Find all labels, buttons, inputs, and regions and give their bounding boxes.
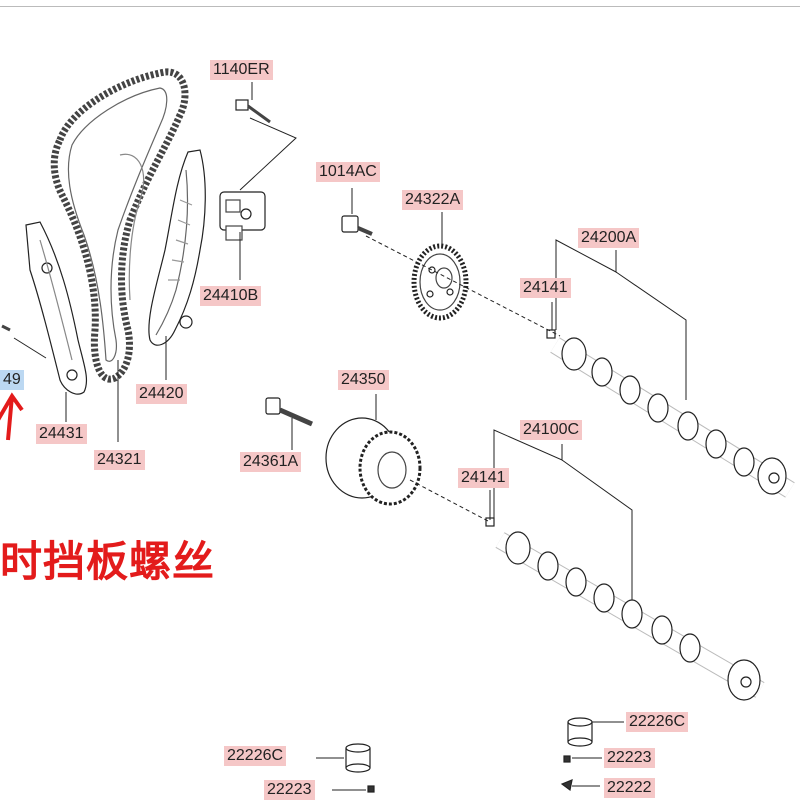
label-22222: 22222 xyxy=(604,778,655,798)
leader-lines xyxy=(13,82,687,791)
camshaft-lower xyxy=(495,531,765,701)
label-22223-left: 22223 xyxy=(264,780,315,800)
annotation-caption: 时挡板螺丝 xyxy=(0,537,216,586)
bolt-24361a xyxy=(265,397,281,415)
label-24322a: 24322A xyxy=(402,190,464,210)
bolt-1140er xyxy=(235,99,249,111)
label-24200a: 24200A xyxy=(578,228,640,248)
label-22226c-right: 22226C xyxy=(626,712,689,732)
lifter-right xyxy=(567,717,593,747)
label-24141-top: 24141 xyxy=(520,278,571,298)
label-24141-bottom: 24141 xyxy=(458,468,509,488)
pointer-arrow xyxy=(0,392,24,441)
label-24410b: 24410B xyxy=(200,286,262,306)
tensioner-arm xyxy=(148,149,206,346)
lifter-left xyxy=(345,743,371,773)
label-24350: 24350 xyxy=(338,370,389,390)
label-24361a: 24361A xyxy=(240,452,302,472)
shim-left xyxy=(367,785,375,793)
label-24100c: 24100C xyxy=(520,420,583,440)
timing-chain xyxy=(50,68,189,383)
label-24321: 24321 xyxy=(94,450,145,470)
bolt-1014ac xyxy=(341,215,359,233)
label-49: 49 xyxy=(0,370,24,390)
label-24420: 24420 xyxy=(136,384,187,404)
chain-guide-left xyxy=(25,221,88,395)
camshaft-upper xyxy=(550,337,795,498)
cam-sprocket xyxy=(411,243,469,321)
label-22226c-left: 22226C xyxy=(224,746,287,766)
label-22223-right: 22223 xyxy=(604,748,655,768)
clip-right xyxy=(560,779,573,792)
shim-right xyxy=(563,755,571,763)
label-1140er: 1140ER xyxy=(210,60,273,80)
cam-phaser xyxy=(325,417,422,506)
label-24431: 24431 xyxy=(36,424,87,444)
label-1014ac: 1014AC xyxy=(316,162,380,182)
top-divider xyxy=(0,6,800,7)
